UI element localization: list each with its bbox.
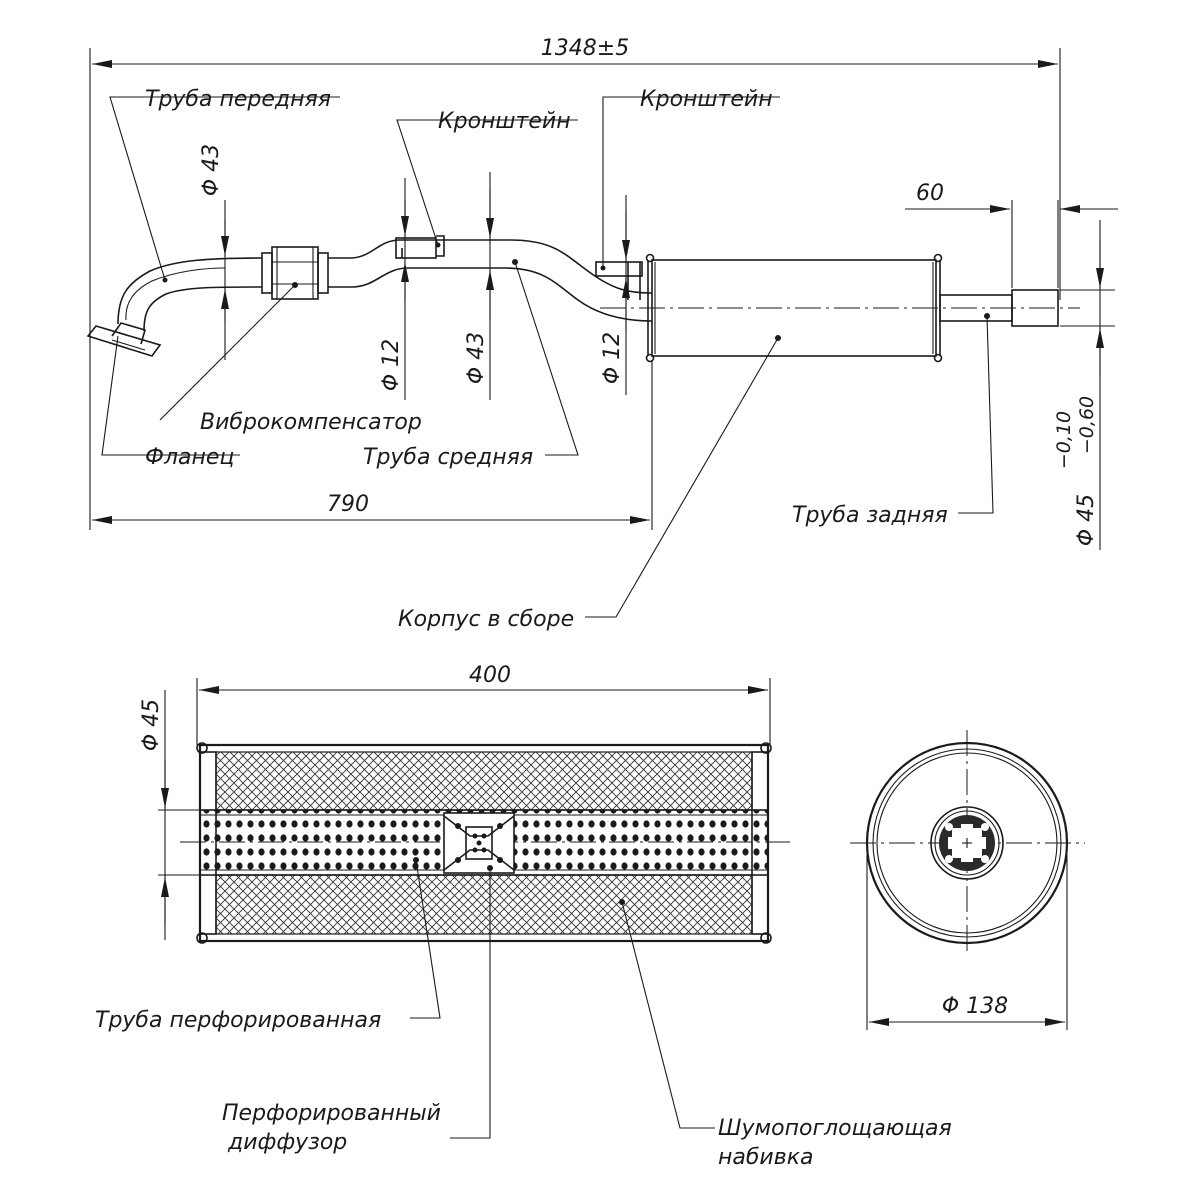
bracket-1	[395, 235, 445, 259]
section-pipe-dia-dimension: Φ 45	[139, 690, 200, 940]
packing-label-line2: набивка	[718, 1145, 813, 1170]
end-view-pipe-outlet	[930, 806, 1004, 880]
perforated-diffuser	[443, 812, 515, 874]
body-dia-dimension: Φ 138	[866, 855, 1068, 1030]
body-position-dimension: 790	[92, 360, 653, 530]
front-pipe-dia-value: Φ 43	[199, 144, 224, 196]
body-dia-value: Φ 138	[942, 994, 1008, 1019]
flange-label: Фланец	[145, 445, 234, 470]
rear-pipe-label: Труба задняя	[792, 503, 948, 528]
sound-absorbing-packing-bottom	[215, 874, 753, 935]
diffuser-label-line1: Перфорированный	[222, 1101, 441, 1126]
middle-pipe	[328, 239, 653, 322]
vibro-label: Виброкомпенсатор	[200, 410, 422, 435]
body-position-value: 790	[327, 492, 369, 517]
tail-tol-lower: −0,60	[1076, 396, 1098, 454]
section-pipe-dia-value: Φ 45	[139, 699, 164, 751]
body-assembly-label: Корпус в сборе	[398, 607, 574, 632]
packing-label-line1: Шумопоглощающая	[718, 1116, 952, 1141]
bracket1-dia-value: Φ 12	[379, 339, 404, 391]
section-length-value: 400	[469, 663, 511, 688]
bracket1-dia-dimension: Φ 12	[379, 178, 409, 400]
tail-stub-value: 60	[916, 181, 944, 206]
overall-length-dimension: 1348±5	[89, 36, 1061, 530]
bracket2-dia-dimension: Φ 12	[600, 195, 630, 395]
end-view: Φ 138	[850, 730, 1085, 1030]
diffuser-label-line2: диффузор	[227, 1130, 347, 1155]
bracket1-label: Кронштейн	[438, 109, 571, 134]
overall-length-value: 1348±5	[541, 36, 629, 61]
section-length-dimension: 400	[196, 663, 771, 745]
front-pipe-label: Труба передняя	[145, 87, 331, 112]
tail-stub-dimension: 60	[905, 181, 1118, 288]
flange	[86, 322, 162, 357]
perforated-pipe-label: Труба перфорированная	[95, 1008, 381, 1033]
bracket2-dia-value: Φ 12	[600, 332, 625, 384]
mid-pipe-label: Труба средняя	[363, 445, 533, 470]
tail-dia-value: Φ 45	[1074, 494, 1099, 546]
sound-absorbing-packing-top	[215, 751, 753, 811]
tail-tol-upper: −0,10	[1053, 411, 1075, 469]
leader-lines	[101, 96, 994, 618]
vibro-compensator	[261, 246, 329, 300]
rear-pipe	[939, 289, 1059, 327]
mid-pipe-dia-value: Φ 43	[464, 332, 489, 384]
tail-dia-dimension: Φ 45 −0,10 −0,60	[1053, 220, 1115, 550]
front-pipe-dia-dimension: Φ 43	[199, 144, 229, 360]
section-view: 400 Φ 45	[95, 663, 952, 1170]
mid-pipe-dia-dimension: Φ 43	[464, 172, 494, 400]
bracket2-label: Кронштейн	[640, 87, 773, 112]
muffler-body	[600, 253, 1080, 363]
assembly-view: 1348±5	[86, 36, 1118, 632]
front-pipe	[117, 257, 263, 332]
